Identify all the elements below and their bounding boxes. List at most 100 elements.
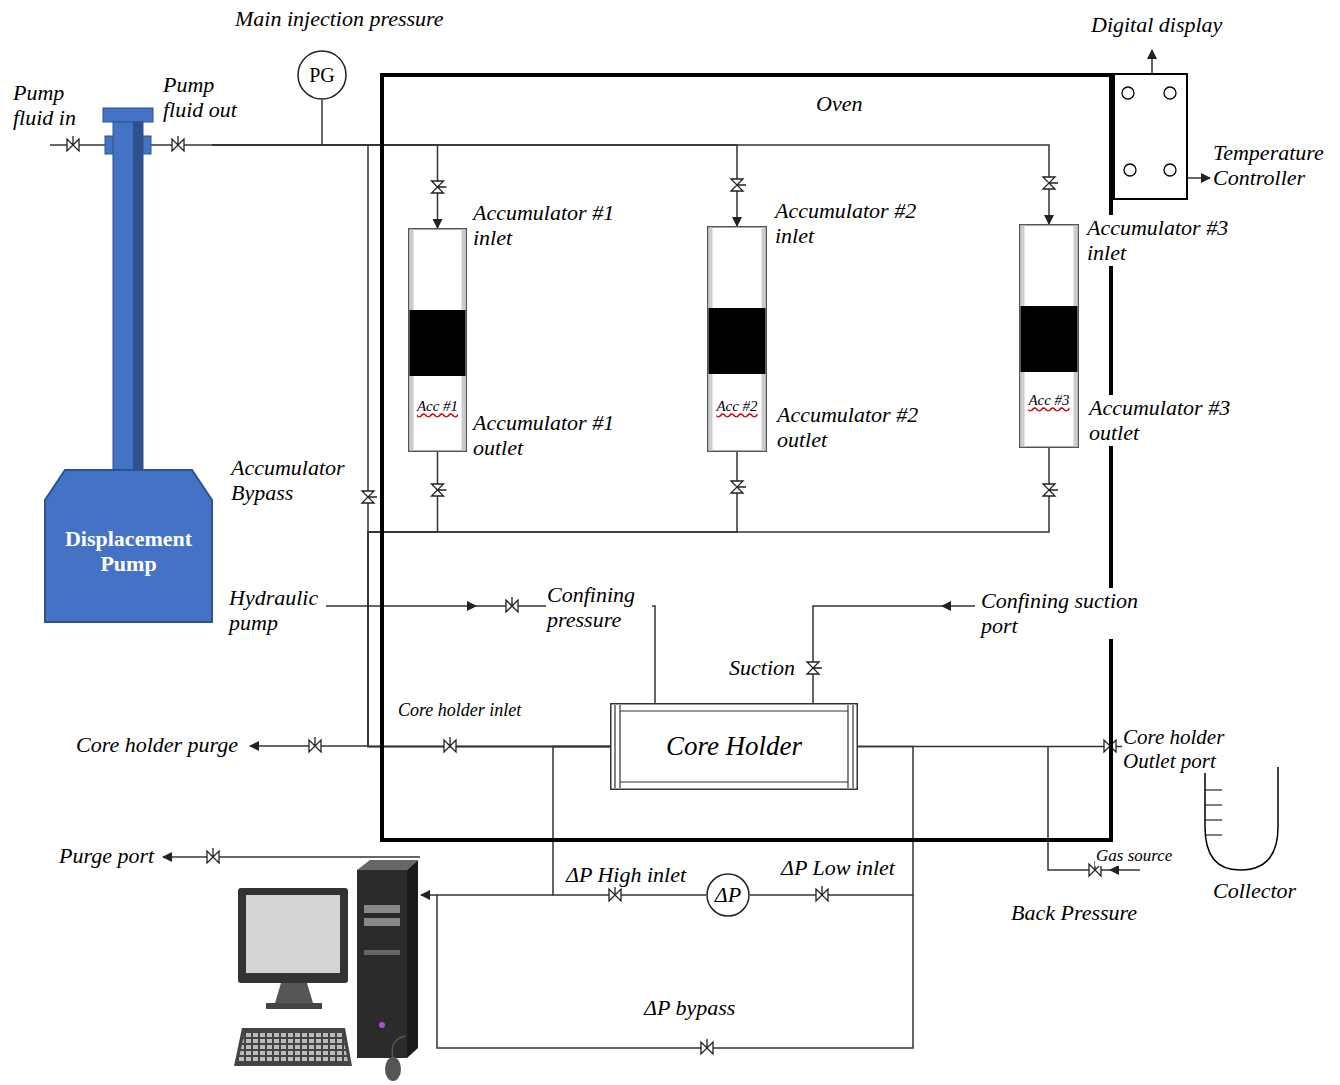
acc-node: Acc #1	[408, 228, 467, 452]
part-label: Gas source	[1095, 846, 1173, 866]
graduation-marks	[1205, 790, 1222, 835]
part-label: Accumulator #2 inlet	[774, 198, 936, 249]
computer-tower	[357, 870, 407, 1058]
gas-line	[1110, 869, 1140, 871]
acc-shape	[1019, 224, 1079, 448]
part-label: ΔP Low inlet	[780, 855, 896, 880]
valve-symbol	[609, 886, 621, 901]
valve-symbol	[731, 481, 746, 493]
valve-symbol	[362, 491, 377, 503]
drive-bay	[364, 905, 400, 913]
valve-symbol	[701, 1039, 713, 1054]
pipe	[50, 144, 113, 146]
valve-symbol	[731, 179, 746, 191]
signal-line	[421, 894, 553, 896]
node-heading: Digital display	[1091, 12, 1222, 37]
part-label: Core holder purge	[75, 732, 239, 757]
pipe-connector	[368, 452, 737, 747]
node-text: Temperature Controller	[1213, 140, 1335, 191]
hydraulic-pipe	[325, 605, 476, 607]
valve-symbol	[172, 136, 184, 151]
circle-node: ΔP	[706, 873, 750, 917]
controller-knob	[1164, 87, 1176, 99]
gauge-circle	[298, 51, 346, 99]
pump-cap	[103, 108, 153, 122]
core-holder-sleeve	[615, 705, 853, 788]
part-label: Pump fluid in	[12, 80, 99, 131]
valve-symbol	[1043, 484, 1058, 496]
valve-symbol	[309, 737, 321, 752]
valve-symbol	[807, 662, 822, 674]
node-heading: Main injection pressure	[235, 6, 444, 31]
leader-arrow	[1151, 50, 1153, 73]
part-label: ΔP High inlet	[565, 862, 687, 887]
part-label: Accumulator Bypass	[230, 455, 360, 506]
part-label: Suction	[728, 655, 796, 680]
controller-knob	[1164, 164, 1176, 176]
pump-node: Displacement Pump	[45, 108, 212, 622]
screen	[246, 895, 340, 973]
pipe-connector	[212, 145, 438, 228]
acc-node: Acc #2	[707, 226, 767, 452]
valve-symbol	[444, 737, 456, 752]
acc-shape	[408, 228, 467, 452]
drive-bay	[364, 918, 400, 926]
valve-symbol	[67, 136, 79, 151]
accumulator-body	[708, 227, 767, 452]
part-label: Confining pressure	[546, 582, 652, 633]
accumulator-body	[409, 229, 467, 452]
dp-bypass-line	[437, 895, 913, 1048]
core-node: Core Holder	[610, 703, 858, 790]
mouse-cable	[392, 1036, 405, 1058]
controller-knob	[1122, 87, 1134, 99]
valve-symbol	[432, 181, 447, 193]
mouse	[385, 1057, 401, 1081]
node-text: PG	[309, 64, 335, 87]
suction-pipe	[813, 606, 942, 703]
purge-port-pipe	[163, 856, 420, 858]
monitor	[238, 888, 348, 983]
part-label: Accumulator #3 outlet	[1088, 395, 1250, 446]
circle-node: Main injection pressurePG	[297, 50, 347, 100]
part-label: Accumulator #3 inlet	[1086, 215, 1248, 266]
node-title: Collector	[1213, 878, 1296, 903]
pipe-lines	[50, 50, 1210, 1048]
leader-arrow	[1188, 177, 1210, 179]
suction-pipe	[942, 605, 975, 607]
part-label: Confining suction port	[980, 588, 1154, 639]
tower-side	[407, 860, 418, 1058]
part-label: Hydraulic pump	[228, 585, 326, 636]
part-label: Core holder Outlet port	[1122, 725, 1236, 773]
collector-beaker	[1205, 767, 1278, 870]
keyboard	[234, 1028, 352, 1066]
part-label: Accumulator #1 inlet	[472, 200, 634, 251]
node-title: Acc #1	[410, 398, 465, 415]
valve-symbol	[207, 848, 219, 863]
digital-shape	[1113, 73, 1188, 200]
part-label: Core holder inlet	[397, 700, 522, 721]
node-title: Displacement Pump	[45, 526, 212, 577]
monitor-stand	[275, 983, 313, 1003]
digital-node: Digital displayTemperature Controller	[1113, 73, 1188, 200]
acc-node: Acc #3	[1019, 224, 1079, 448]
gauge-circle	[707, 874, 749, 916]
keyboard-keys	[238, 1031, 348, 1062]
controller-box	[1114, 74, 1187, 199]
part-label: Pump fluid out	[162, 72, 254, 123]
pump-base	[45, 470, 212, 622]
part-label: ΔP bypass	[643, 995, 736, 1020]
bypass-pipe	[367, 145, 369, 532]
valve-symbol	[506, 597, 518, 612]
power-button	[379, 1022, 385, 1028]
part-label: Purge port	[58, 843, 155, 868]
node-title: ΔP	[715, 882, 741, 907]
accumulator-body	[1020, 225, 1079, 448]
acc-shape	[707, 226, 767, 452]
part-label: Accumulator #2 outlet	[776, 402, 938, 453]
valve-symbol	[432, 484, 447, 496]
node-title: Oven	[816, 91, 862, 116]
monitor-base	[266, 1003, 322, 1009]
valve-symbol	[816, 886, 828, 901]
pump-column	[113, 122, 143, 472]
